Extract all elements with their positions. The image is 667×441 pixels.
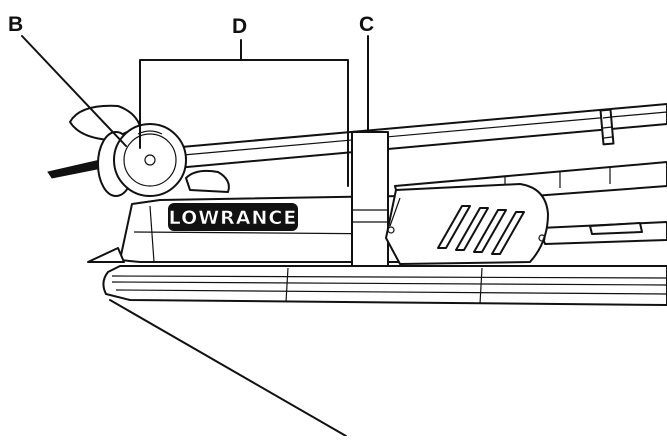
vent-slot [473,209,507,253]
leader-b [21,35,127,147]
callout-b: B [8,13,23,36]
brand-label: LOWRANCE [169,207,298,229]
leader-deck [109,299,347,437]
motor-shaft [169,103,667,169]
vent-slot [491,211,525,255]
vent-slot [455,207,489,251]
brand-plate [168,203,298,231]
leader-d [139,59,349,187]
callout-d: D [232,15,247,38]
callout-c: C [359,13,374,36]
motor-housing [385,183,549,265]
mount-base: LOWRANCE [87,195,405,263]
boat-deck [102,265,667,306]
bracket-c [351,131,389,267]
vent-slot [437,205,471,249]
leader-lines [21,35,369,437]
